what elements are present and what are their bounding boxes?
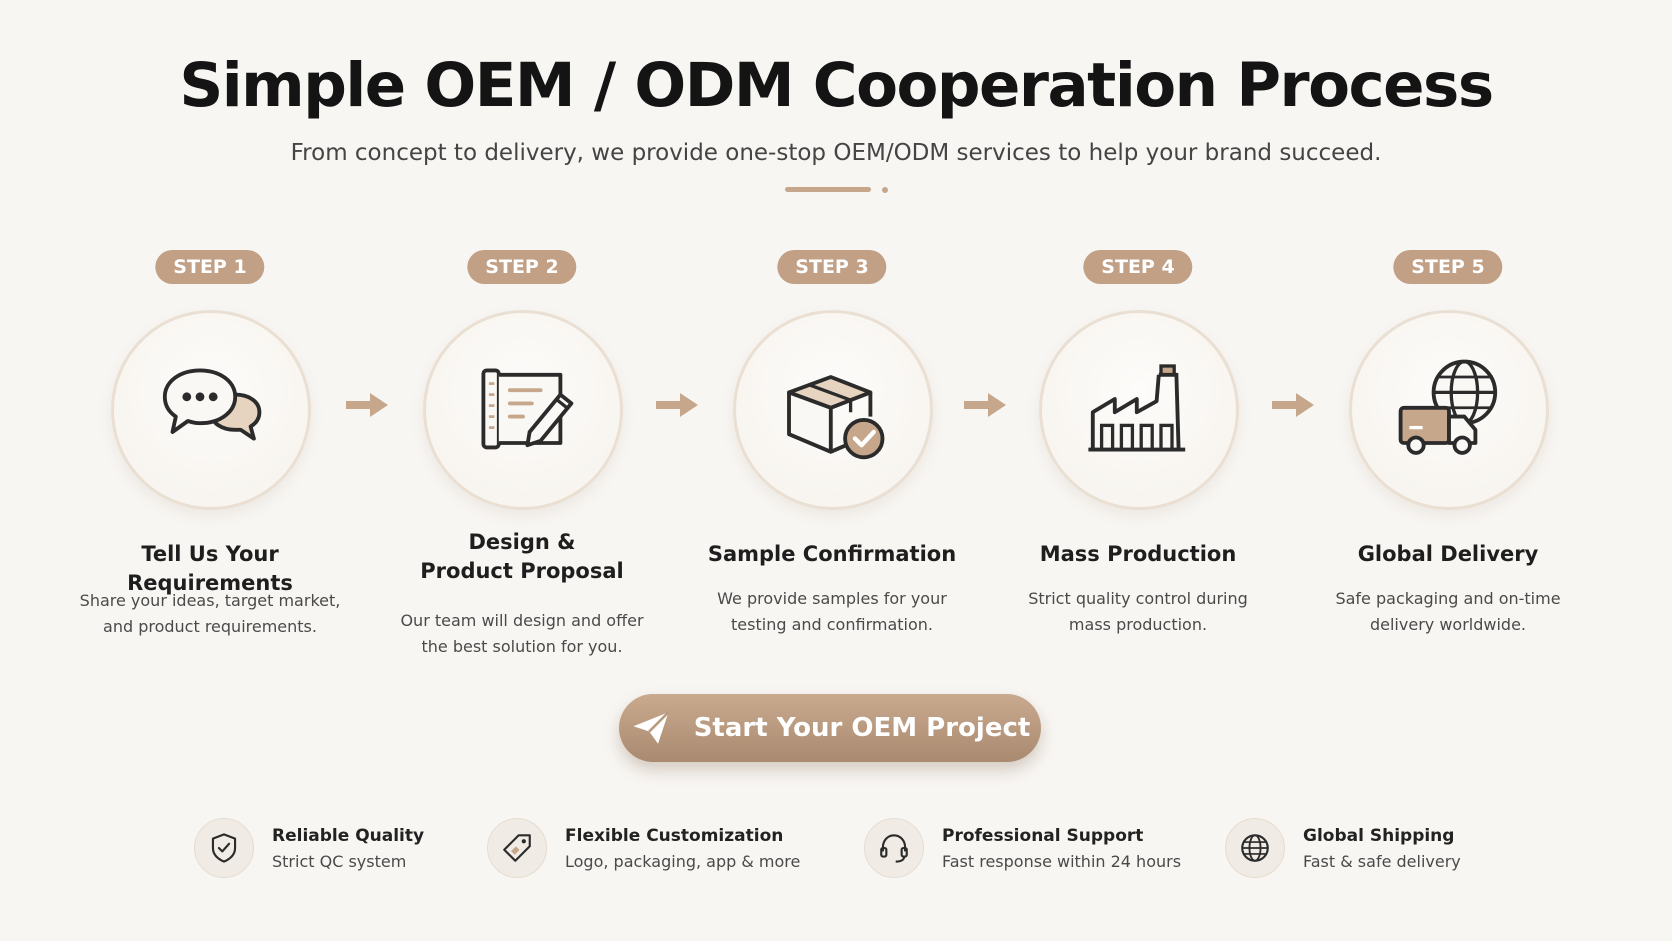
- arrow-right-icon: [654, 390, 700, 420]
- tag-icon: [503, 834, 531, 862]
- design-pencil-icon: [481, 368, 574, 450]
- title-divider: [785, 187, 871, 192]
- cta-label: Start Your OEM Project: [693, 713, 1031, 743]
- paper-plane-icon: [633, 711, 670, 744]
- arrow-right-icon: [1270, 390, 1316, 420]
- feature-subtitle: Fast response within 24 hours: [942, 852, 1182, 871]
- step-badge: STEP 1: [155, 250, 265, 284]
- start-oem-project-button[interactable]: Start Your OEM Project: [619, 694, 1041, 762]
- step-description-line: and product requirements.: [103, 617, 317, 636]
- step-icon-circle: [1039, 310, 1239, 510]
- step-title: Mass Production: [1039, 542, 1237, 566]
- step-icon-circle: [1349, 310, 1549, 510]
- page-subtitle: From concept to delivery, we provide one…: [290, 140, 1382, 166]
- headset-icon: [880, 834, 908, 863]
- step-icon-circle: [111, 310, 311, 510]
- feature-title: Global Shipping: [1303, 826, 1455, 846]
- step-title: Sample Confirmation: [707, 542, 957, 566]
- step-badge: STEP 4: [1083, 250, 1193, 284]
- step-title: Product Proposal: [420, 559, 624, 583]
- step-icon-circle: [733, 310, 933, 510]
- feature-subtitle: Logo, packaging, app & more: [565, 852, 801, 871]
- step-description-line: testing and confirmation.: [731, 615, 933, 634]
- step-description-line: Our team will design and offer: [400, 611, 644, 630]
- step-badge: STEP 3: [777, 250, 887, 284]
- title-divider-dot: [882, 187, 888, 193]
- feature-subtitle: Fast & safe delivery: [1303, 852, 1461, 871]
- chat-bubbles-icon: [162, 368, 262, 441]
- step-description-line: We provide samples for your: [717, 589, 947, 608]
- arrow-right-icon: [344, 390, 390, 420]
- step-badge: STEP 2: [467, 250, 577, 284]
- globe-icon: [1241, 834, 1269, 862]
- step-title: Design &: [468, 530, 576, 554]
- step-description-line: Strict quality control during: [1028, 589, 1248, 608]
- step-description-line: Safe packaging and on-time: [1335, 589, 1561, 608]
- step-description-line: the best solution for you.: [421, 637, 623, 656]
- step-title: Global Delivery: [1357, 542, 1539, 566]
- step-badge: STEP 5: [1393, 250, 1503, 284]
- step-icon-circle: [423, 310, 623, 510]
- page-title: Simple OEM / ODM Cooperation Process: [179, 50, 1494, 121]
- feature-title: Professional Support: [942, 826, 1144, 846]
- step-description-line: mass production.: [1068, 615, 1208, 634]
- box-check-icon: [787, 375, 885, 460]
- truck-globe-icon: [1398, 359, 1498, 455]
- feature-title: Reliable Quality: [272, 826, 425, 846]
- step-description-line: Share your ideas, target market,: [79, 591, 341, 610]
- step-description-line: delivery worldwide.: [1369, 615, 1526, 634]
- factory-icon: [1088, 364, 1186, 452]
- shield-check-icon: [211, 833, 237, 863]
- arrow-right-icon: [962, 390, 1008, 420]
- feature-title: Flexible Customization: [565, 826, 784, 846]
- feature-subtitle: Strict QC system: [272, 852, 407, 871]
- step-title: Tell Us Your Requirements: [127, 542, 293, 595]
